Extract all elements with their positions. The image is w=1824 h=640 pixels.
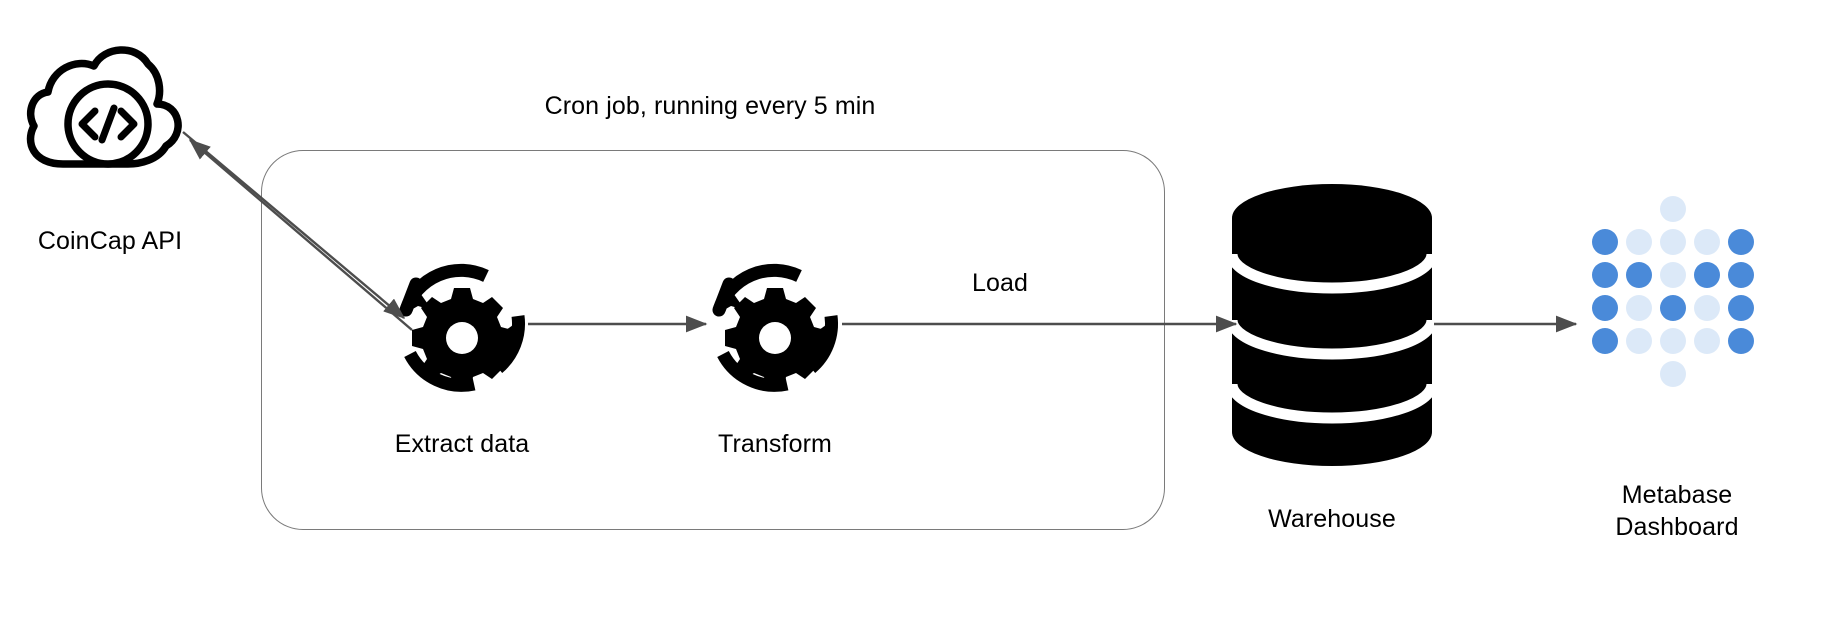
metabase-dot bbox=[1660, 328, 1686, 354]
metabase-dot bbox=[1660, 295, 1686, 321]
metabase-dot bbox=[1694, 295, 1720, 321]
node-label-extract-data: Extract data bbox=[394, 430, 530, 458]
metabase-dot bbox=[1626, 262, 1652, 288]
metabase-dot bbox=[1694, 262, 1720, 288]
metabase-dot bbox=[1728, 328, 1754, 354]
metabase-dot bbox=[1660, 229, 1686, 255]
node-label-transform: Transform bbox=[718, 430, 832, 458]
metabase-dot bbox=[1592, 295, 1618, 321]
metabase-dots-icon bbox=[1592, 196, 1762, 394]
metabase-dot bbox=[1626, 295, 1652, 321]
edge-label-load: Load bbox=[971, 269, 1028, 297]
metabase-dot bbox=[1592, 262, 1618, 288]
node-label-coincap-api: CoinCap API bbox=[37, 227, 183, 255]
metabase-dot bbox=[1694, 328, 1720, 354]
cron-job-title: Cron job, running every 5 min bbox=[544, 92, 876, 120]
metabase-dot bbox=[1694, 229, 1720, 255]
metabase-dot bbox=[1660, 196, 1686, 222]
metabase-dot bbox=[1592, 328, 1618, 354]
metabase-dot bbox=[1626, 328, 1652, 354]
metabase-dot bbox=[1728, 229, 1754, 255]
metabase-dot bbox=[1592, 229, 1618, 255]
metabase-dot bbox=[1728, 262, 1754, 288]
cron-job-container bbox=[261, 150, 1165, 530]
metabase-dot bbox=[1660, 262, 1686, 288]
metabase-dot bbox=[1660, 361, 1686, 387]
metabase-dot bbox=[1626, 229, 1652, 255]
node-label-warehouse: Warehouse bbox=[1268, 505, 1396, 533]
node-label-metabase-dashboard: Metabase Dashboard bbox=[1615, 481, 1739, 541]
database-cylinder-icon bbox=[1226, 184, 1438, 466]
metabase-dot bbox=[1728, 295, 1754, 321]
cloud-code-icon bbox=[26, 46, 182, 168]
